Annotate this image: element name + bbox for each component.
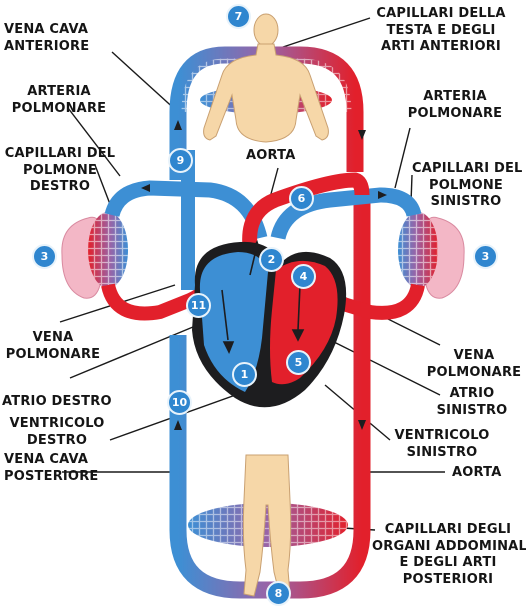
- upper-body-figure: [203, 13, 329, 143]
- badge-9: 9: [168, 148, 193, 173]
- label-ventricolo-destro: VENTRICOLO DESTRO: [9, 416, 105, 448]
- label-aorta-top: AORTA: [246, 148, 296, 163]
- badge-4: 4: [291, 264, 316, 289]
- label-ventricolo-sinistro: VENTRICOLO SINISTRO: [394, 428, 490, 460]
- badge-6: 6: [289, 186, 314, 211]
- label-capillari-addominali: CAPILLARI DEGLI ORGANI ADDOMINALI E DEGL…: [372, 522, 526, 587]
- badge-3-left: 3: [32, 244, 57, 269]
- badge-1: 1: [232, 362, 257, 387]
- badge-11: 11: [186, 293, 211, 318]
- label-vena-polmonare-left: VENA POLMONARE: [5, 330, 101, 362]
- label-arteria-polmonare-right: ARTERIA POLMONARE: [407, 89, 503, 121]
- pulmonary-artery-right: [270, 187, 422, 241]
- right-heart-chambers: [199, 252, 268, 392]
- label-atrio-destro: ATRIO DESTRO: [2, 394, 112, 409]
- label-vena-cava-anteriore: VENA CAVA ANTERIORE: [4, 22, 90, 54]
- label-aorta-bottom: AORTA: [452, 465, 502, 480]
- label-vena-cava-posteriore: VENA CAVA POSTERIORE: [4, 452, 99, 484]
- label-vena-polmonare-right: VENA POLMONARE: [426, 348, 522, 380]
- label-capillari-testa: CAPILLARI DELLA TESTA E DEGLI ARTI ANTER…: [376, 6, 506, 54]
- badge-2: 2: [259, 247, 284, 272]
- badge-7: 7: [226, 4, 251, 29]
- badge-5: 5: [286, 350, 311, 375]
- vessel-flow-arrows: [141, 120, 387, 430]
- left-heart-chambers: [270, 260, 338, 385]
- label-atrio-sinistro: ATRIO SINISTRO: [436, 386, 508, 418]
- label-capillari-polmone-destro: CAPILLARI DEL POLMONE DESTRO: [4, 146, 116, 194]
- heart-flow-arrows: [221, 240, 305, 354]
- aortic-arch: [242, 172, 370, 273]
- label-capillari-polmone-sinistro: CAPILLARI DEL POLMONE SINISTRO: [412, 161, 523, 209]
- top-capillary-loop: [169, 46, 364, 180]
- badge-3-right: 3: [473, 244, 498, 269]
- badge-10: 10: [167, 390, 192, 415]
- label-arteria-polmonare-left: ARTERIA POLMONARE: [11, 84, 107, 116]
- lower-body-figure: [242, 454, 292, 597]
- badge-8: 8: [266, 581, 291, 606]
